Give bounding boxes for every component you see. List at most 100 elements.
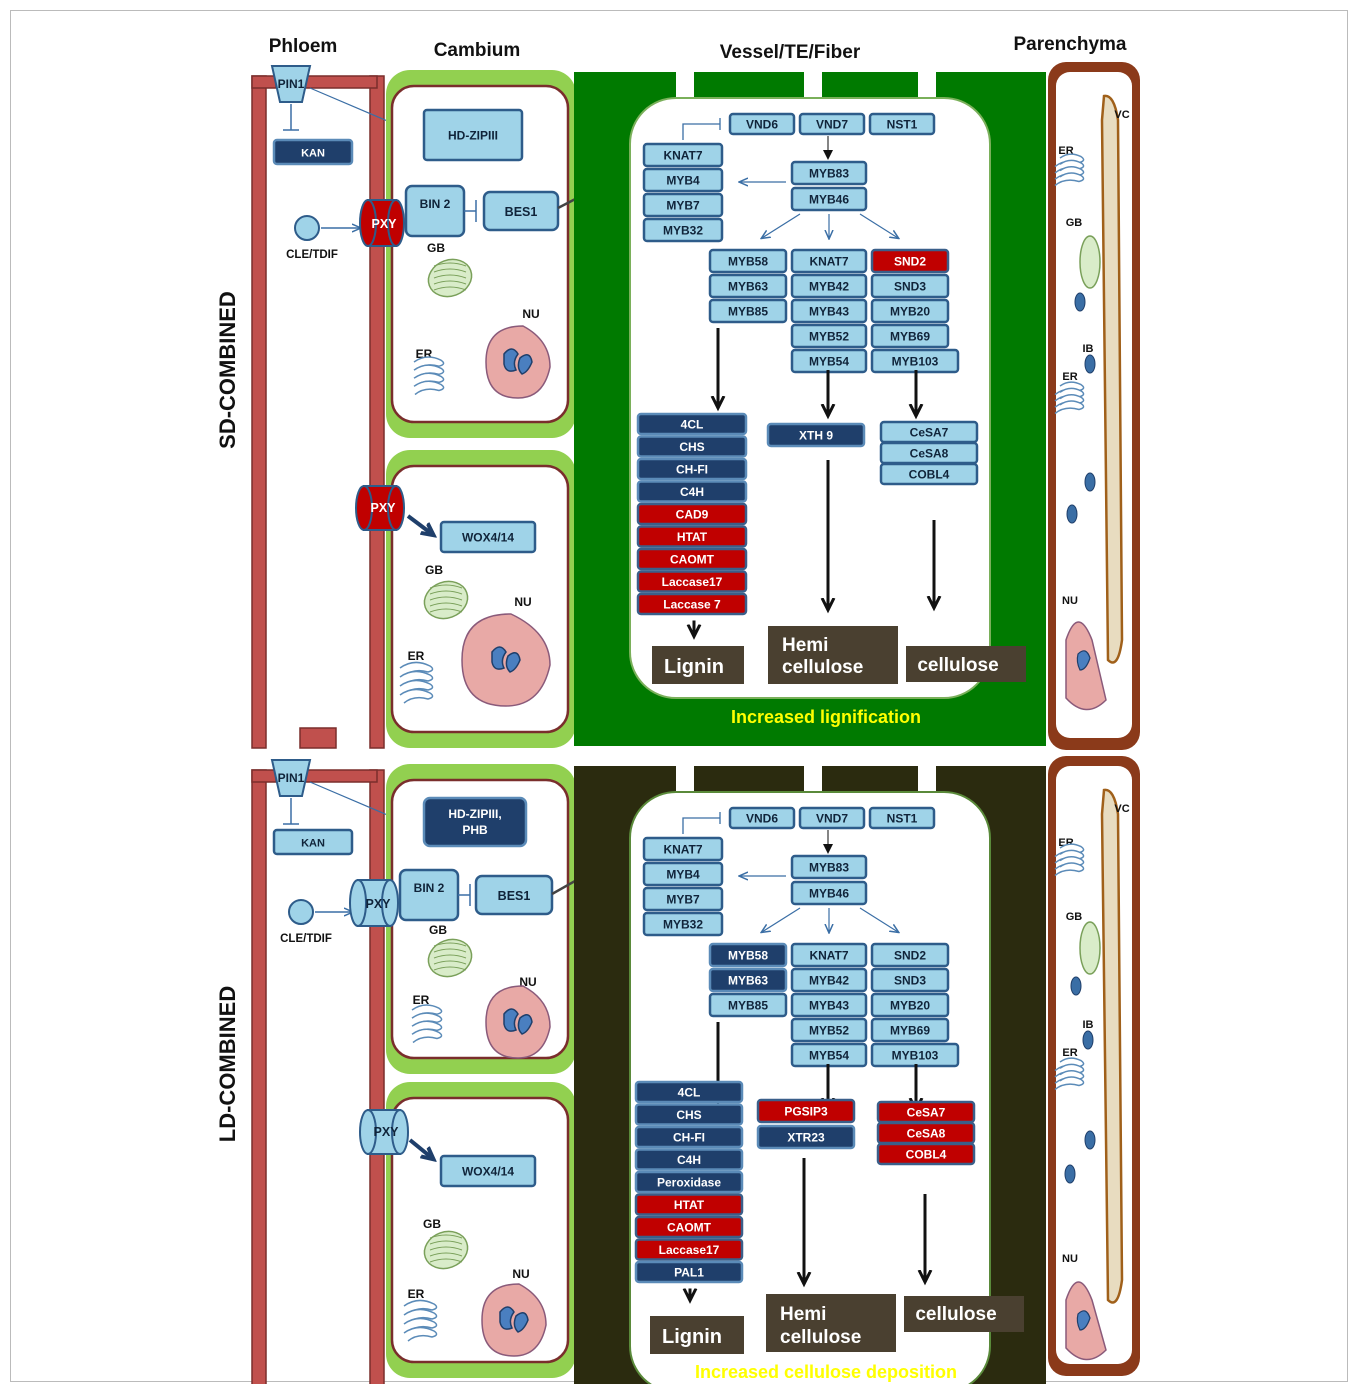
col3-0: SND2 <box>894 255 926 269</box>
left-top-3: MYB32 <box>663 918 703 932</box>
cell-gene-1: CeSA8 <box>910 447 949 461</box>
footer-label: Increased lignification <box>731 707 921 727</box>
par-gb: GB <box>1066 217 1083 229</box>
col2-1: MYB42 <box>809 974 849 988</box>
kan-label: KAN <box>301 148 325 160</box>
cle-label: CLE/TDIF <box>286 249 338 261</box>
par-ib: IB <box>1083 343 1094 355</box>
col2-0: KNAT7 <box>809 949 848 963</box>
header-parenchyma: Parenchyma <box>1013 34 1126 55</box>
col3-2: MYB20 <box>890 305 930 319</box>
hemi-gene-0: XTH 9 <box>799 429 833 443</box>
col3-1: SND3 <box>894 974 926 988</box>
vessel-pit-2 <box>804 66 822 100</box>
wox-label: WOX4/14 <box>462 1165 514 1179</box>
myb83-label: MYB83 <box>809 861 849 875</box>
lignin-gene-2: CH-FI <box>676 463 708 477</box>
vnd7-label: VND7 <box>816 118 848 132</box>
cle-peptide <box>289 900 313 924</box>
pxy2-label: PXY <box>370 501 396 515</box>
phloem-top-r <box>305 76 377 88</box>
col3-4: MYB103 <box>892 1049 939 1063</box>
kan-label: KAN <box>301 838 325 850</box>
vnd7-label: VND7 <box>816 812 848 826</box>
myb83-label: MYB83 <box>809 167 849 181</box>
phloem-wall-right <box>370 770 384 1384</box>
header-phloem: Phloem <box>269 36 338 57</box>
col2-3: MYB52 <box>809 330 849 344</box>
vessel-pit-1 <box>676 66 694 100</box>
pin1-label: PIN1 <box>278 77 305 91</box>
bin2-label: BIN 2 <box>420 197 451 211</box>
par-er2: ER <box>1062 371 1077 383</box>
vessel-pit-3 <box>918 66 936 100</box>
col3-0: SND2 <box>894 949 926 963</box>
bin2-box <box>400 870 458 920</box>
side-label: SD-COMBINED <box>215 291 240 449</box>
lignin-gene-2: CH-FI <box>673 1131 705 1145</box>
myb46-label: MYB46 <box>809 887 849 901</box>
col1-2: MYB85 <box>728 305 768 319</box>
lignin-label: Lignin <box>662 1326 722 1348</box>
left-top-0: KNAT7 <box>663 843 702 857</box>
phloem-plug <box>300 728 336 748</box>
phloem-wall-right <box>370 76 384 748</box>
col3-4: MYB103 <box>892 355 939 369</box>
col1-2: MYB85 <box>728 999 768 1013</box>
header-vessel: Vessel/TE/Fiber <box>720 42 861 63</box>
vessel-pit-1 <box>676 760 694 794</box>
myb46-label: MYB46 <box>809 193 849 207</box>
side-label: LD-COMBINED <box>215 986 240 1142</box>
par-inclusion-1 <box>1083 1031 1093 1049</box>
left-top-2: MYB7 <box>666 893 700 907</box>
pxy-label: PXY <box>365 897 391 911</box>
nst1-label: NST1 <box>887 812 918 826</box>
hemi-label-1: Hemi <box>780 1304 826 1325</box>
bes1-label: BES1 <box>505 205 538 219</box>
col3-3: MYB69 <box>890 330 930 344</box>
gb-label-1: GB <box>427 241 445 255</box>
lignin-label: Lignin <box>664 656 724 678</box>
par-nu: NU <box>1062 1253 1078 1265</box>
par-vc: VC <box>1114 109 1129 121</box>
phloem-top-l <box>252 76 276 88</box>
vnd6-label: VND6 <box>746 812 778 826</box>
par-inclusion-3 <box>1067 505 1077 523</box>
vessel-pit-2 <box>804 760 822 794</box>
hemi-gene-0: PGSIP3 <box>784 1105 828 1119</box>
col2-4: MYB54 <box>809 1049 849 1063</box>
phloem-wall-left <box>252 76 266 748</box>
left-top-0: KNAT7 <box>663 149 702 163</box>
col1-0: MYB58 <box>728 255 768 269</box>
footer-label: Increased cellulose deposition <box>695 1362 957 1382</box>
col2-0: KNAT7 <box>809 255 848 269</box>
hdzip-label: HD-ZIPIII <box>448 129 498 143</box>
pin1-label: PIN1 <box>278 771 305 785</box>
lignin-gene-8: Laccase 7 <box>663 598 721 612</box>
par-inclusion-2 <box>1085 1131 1095 1149</box>
cellulose-label: cellulose <box>917 655 998 676</box>
par-inclusion-2 <box>1085 473 1095 491</box>
par-golgi <box>1080 236 1100 288</box>
left-top-2: MYB7 <box>666 199 700 213</box>
cell-gene-0: CeSA7 <box>907 1106 946 1120</box>
phloem-wall-left <box>252 770 266 1384</box>
col3-1: SND3 <box>894 280 926 294</box>
par-golgi <box>1080 922 1100 974</box>
hemi-label-2: cellulose <box>782 657 863 678</box>
lignin-gene-0: 4CL <box>678 1086 701 1100</box>
cell-gene-2: COBL4 <box>906 1148 947 1162</box>
lignin-gene-5: HTAT <box>674 1198 705 1212</box>
lignin-gene-7: Laccase17 <box>659 1243 720 1257</box>
lignin-gene-4: Peroxidase <box>657 1176 721 1190</box>
col2-3: MYB52 <box>809 1024 849 1038</box>
hemi-label-1: Hemi <box>782 635 828 656</box>
col2-2: MYB43 <box>809 999 849 1013</box>
lignin-gene-3: C4H <box>680 485 704 499</box>
gb-label-2: GB <box>423 1217 441 1231</box>
phloem-top-l <box>252 770 276 782</box>
nu-label-1: NU <box>522 307 539 321</box>
vnd6-label: VND6 <box>746 118 778 132</box>
hemi-gene-1: XTR23 <box>787 1131 825 1145</box>
phloem-top-r <box>305 770 377 782</box>
